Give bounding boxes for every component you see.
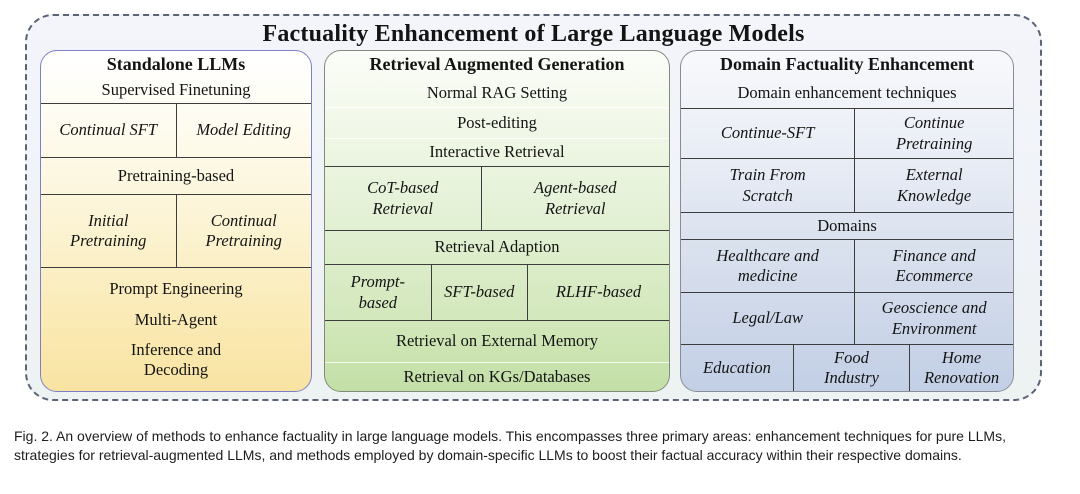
train-from-scratch-cell: Train From Scratch [681,159,856,212]
domain-enhancement-header: Domain Factuality Enhancement [720,54,974,75]
external-knowledge-cell: External Knowledge [897,165,972,205]
healthcare-finance-row: Healthcare and medicine Finance and Ecom… [681,240,1013,293]
supervised-finetuning-row: Supervised Finetuning [41,78,311,104]
domain-factuality-enhancement-box: Domain Factuality Enhancement Domain enh… [680,50,1014,392]
normal-rag-setting-row: Normal RAG Setting [325,79,669,108]
standalone-llms-box: Standalone LLMs Supervised Finetuning Co… [40,50,312,392]
education-cell: Education [681,345,794,391]
adaption-methods-row: Prompt-based SFT-based RLHF-based [325,265,669,321]
pretraining-based-row: Pretraining-based [41,158,311,195]
initial-pretraining-cell: Initial Pretraining [41,195,177,267]
inference-and-decoding-label: Inference and Decoding [130,340,222,380]
multi-agent-label: Multi-Agent [134,309,218,329]
retrieval-augmented-generation-box: Retrieval Augmented Generation Normal RA… [324,50,670,392]
retrieval-adaption-row: Retrieval Adaption [325,231,669,265]
figure-title: Factuality Enhancement of Large Language… [262,21,805,47]
post-editing-row: Post-editing [325,108,669,139]
home-renovation-cell: Home Renovation [923,347,1000,387]
finance-ecommerce-cell: Finance and Ecommerce [892,245,976,285]
pretraining-methods-row: Initial Pretraining Continual Pretrainin… [41,195,311,268]
cot-based-retrieval-cell: CoT-based Retrieval [325,167,482,230]
continue-methods-row: Continue-SFT Continue Pretraining [681,109,1013,159]
sft-methods-row: Continual SFT Model Editing [41,104,311,158]
figure-caption: Fig. 2. An overview of methods to enhanc… [14,428,1006,464]
domains-row: Domains [681,213,1013,240]
outer-dashed-container: Factuality Enhancement of Large Language… [25,14,1042,401]
retrieval-external-memory-row: Retrieval on External Memory [325,321,669,363]
prompt-based-cell: Prompt-based [325,265,432,320]
train-knowledge-row: Train From Scratch External Knowledge [681,159,1013,213]
model-editing-cell: Model Editing [196,120,292,140]
food-industry-cell: Food Industry [794,345,911,391]
education-food-home-row: Education Food Industry Home Renovation [681,345,1013,391]
standalone-llms-header: Standalone LLMs [106,53,246,74]
rlhf-based-cell: RLHF-based [555,282,642,302]
interactive-retrieval-row: Interactive Retrieval [325,139,669,167]
domain-techniques-row: Domain enhancement techniques [681,79,1013,109]
continual-sft-cell: Continual SFT [41,104,177,157]
legal-geoscience-row: Legal/Law Geoscience and Environment [681,293,1013,345]
standalone-bottom-section: Prompt Engineering Multi-Agent Inference… [41,268,311,391]
continue-sft-cell: Continue-SFT [681,109,856,158]
geoscience-environment-cell: Geoscience and Environment [881,298,987,338]
healthcare-medicine-cell: Healthcare and medicine [681,240,856,292]
rag-header: Retrieval Augmented Generation [369,54,625,75]
retrieval-methods-row: CoT-based Retrieval Agent-based Retrieva… [325,167,669,231]
prompt-engineering-label: Prompt Engineering [109,278,243,298]
retrieval-kgs-databases-row: Retrieval on KGs/Databases [403,366,591,386]
agent-based-retrieval-cell: Agent-based Retrieval [534,178,617,218]
legal-law-cell: Legal/Law [681,293,856,344]
continue-pretraining-cell: Continue Pretraining [895,113,973,153]
continual-pretraining-cell: Continual Pretraining [205,210,282,250]
sft-based-cell: SFT-based [432,265,528,320]
